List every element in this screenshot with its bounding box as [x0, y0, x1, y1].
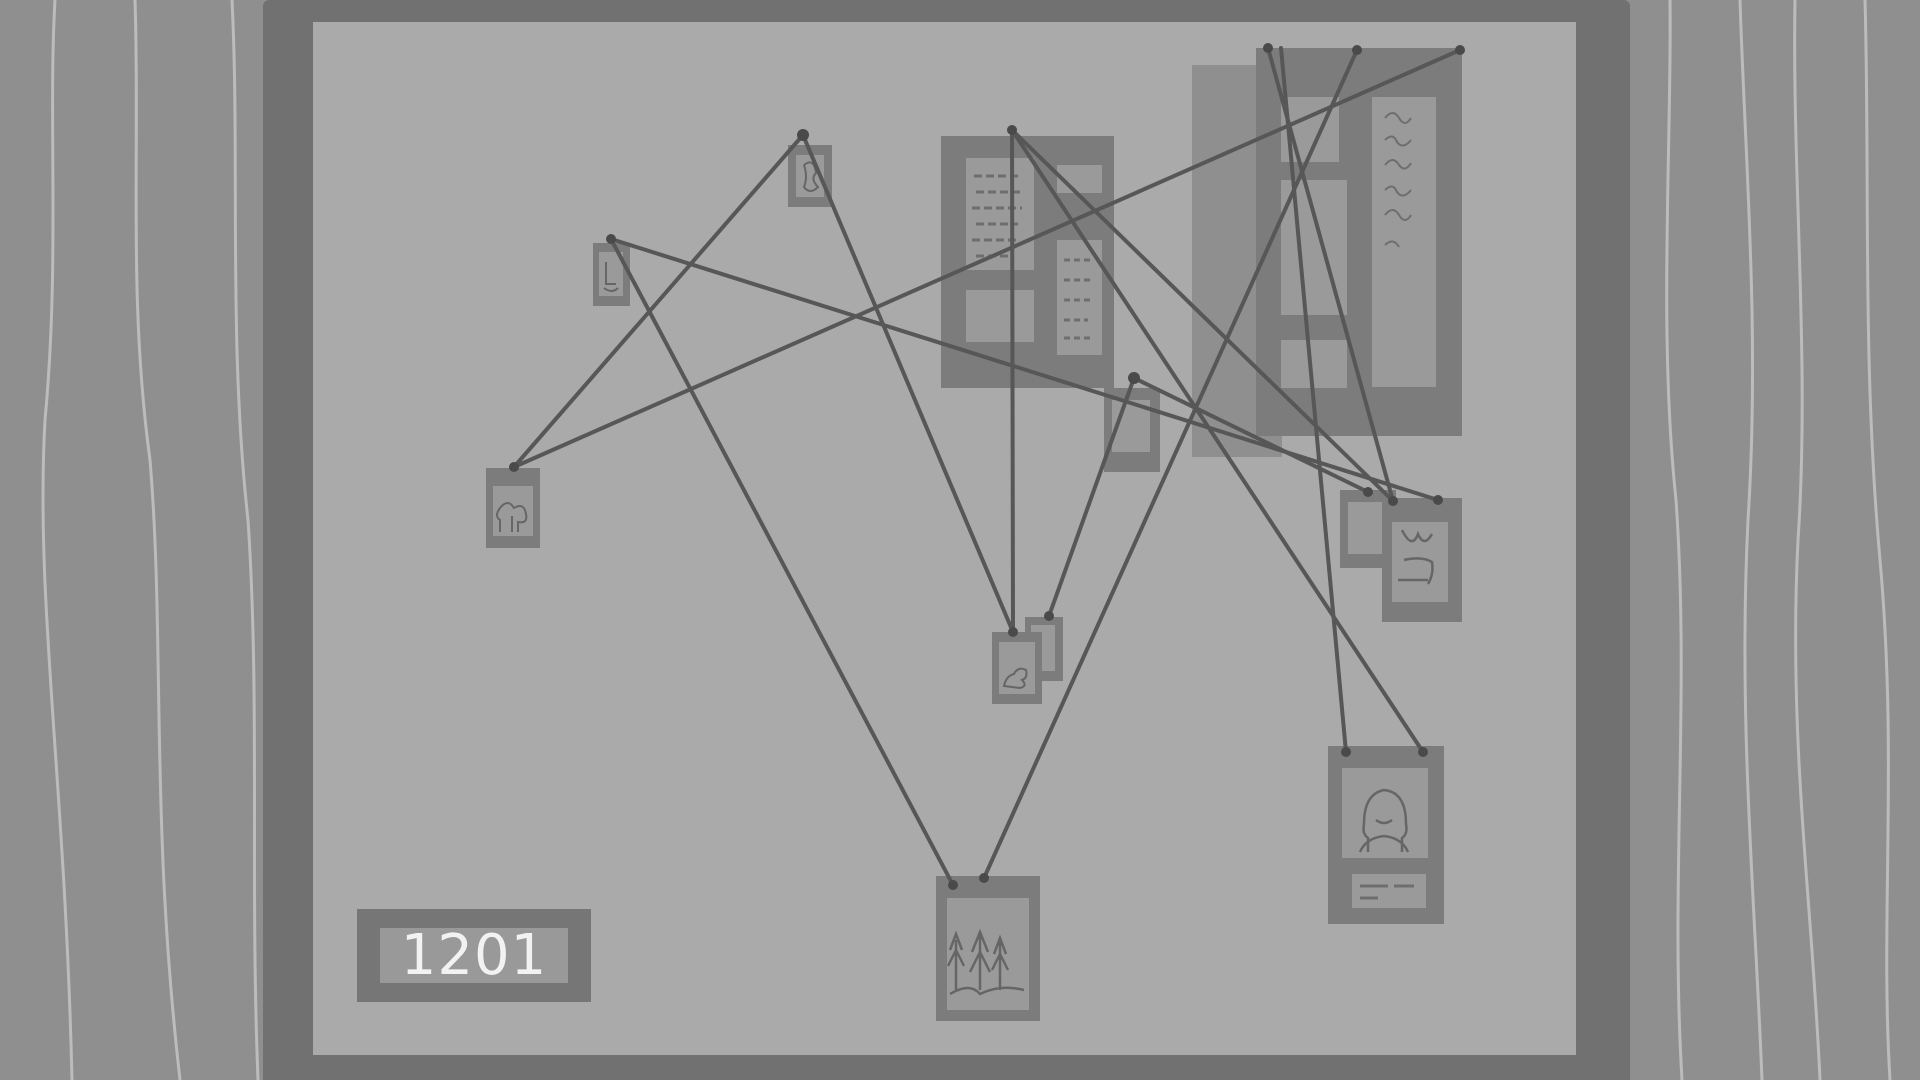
- pin: [1455, 45, 1465, 55]
- wall-line: [1793, 0, 1822, 1080]
- pin: [1418, 747, 1428, 757]
- pin: [797, 129, 809, 141]
- pin: [1363, 487, 1373, 497]
- sketch-symbol-icon: [1398, 529, 1434, 585]
- sketch-object-icon: [603, 262, 619, 292]
- wall-line: [1665, 0, 1684, 1080]
- connection-string: [1279, 46, 1348, 754]
- pin: [1341, 747, 1351, 757]
- clue-card-portrait[interactable]: [1328, 746, 1444, 924]
- connection-string: [1132, 376, 1370, 494]
- pin: [948, 880, 958, 890]
- wall-line: [41, 0, 74, 1080]
- wall-line: [230, 0, 260, 1080]
- clue-card-middle[interactable]: [992, 617, 1063, 704]
- connection-string: [609, 237, 955, 887]
- tree-sketch-icon: [496, 502, 528, 532]
- handwriting-scribble: [1384, 112, 1412, 248]
- text-lines: [972, 174, 1022, 258]
- clue-card-right-pair[interactable]: [1340, 490, 1462, 622]
- score-counter: 1201: [357, 909, 591, 1002]
- connection-string: [982, 48, 1359, 880]
- pin: [1007, 125, 1017, 135]
- wall-line: [133, 0, 182, 1080]
- pin: [1008, 627, 1018, 637]
- pin: [1352, 45, 1362, 55]
- person-portrait-icon: [1358, 788, 1410, 853]
- sketch-shoe-icon: [1002, 667, 1028, 690]
- pin: [509, 462, 519, 472]
- pin: [1263, 43, 1273, 53]
- connection-string: [512, 133, 805, 469]
- connection-string: [609, 237, 1440, 502]
- connection-string: [512, 48, 1462, 469]
- wall-line: [1738, 0, 1764, 1080]
- clue-card-left-small[interactable]: [593, 243, 630, 306]
- pin: [979, 873, 989, 883]
- caption-lines: [1360, 884, 1414, 900]
- score-value: 1201: [380, 923, 568, 988]
- pin: [606, 234, 616, 244]
- text-lines: [1064, 258, 1094, 340]
- clue-card-forest-photo[interactable]: [936, 876, 1040, 1021]
- clue-card-tree[interactable]: [486, 468, 540, 548]
- connection-string: [1047, 376, 1136, 618]
- pin: [1433, 495, 1443, 505]
- pin: [1388, 496, 1398, 506]
- wall-line: [1863, 0, 1892, 1080]
- document-panel-large[interactable]: [1192, 48, 1462, 457]
- pin: [1044, 611, 1054, 621]
- forest-photo-icon: [946, 928, 1025, 996]
- connection-string: [1010, 128, 1425, 754]
- clue-card-center-small[interactable]: [1104, 388, 1160, 472]
- connection-string: [1010, 128, 1395, 503]
- connection-string: [1010, 128, 1015, 634]
- pin: [1128, 372, 1140, 384]
- connection-string: [801, 133, 1015, 634]
